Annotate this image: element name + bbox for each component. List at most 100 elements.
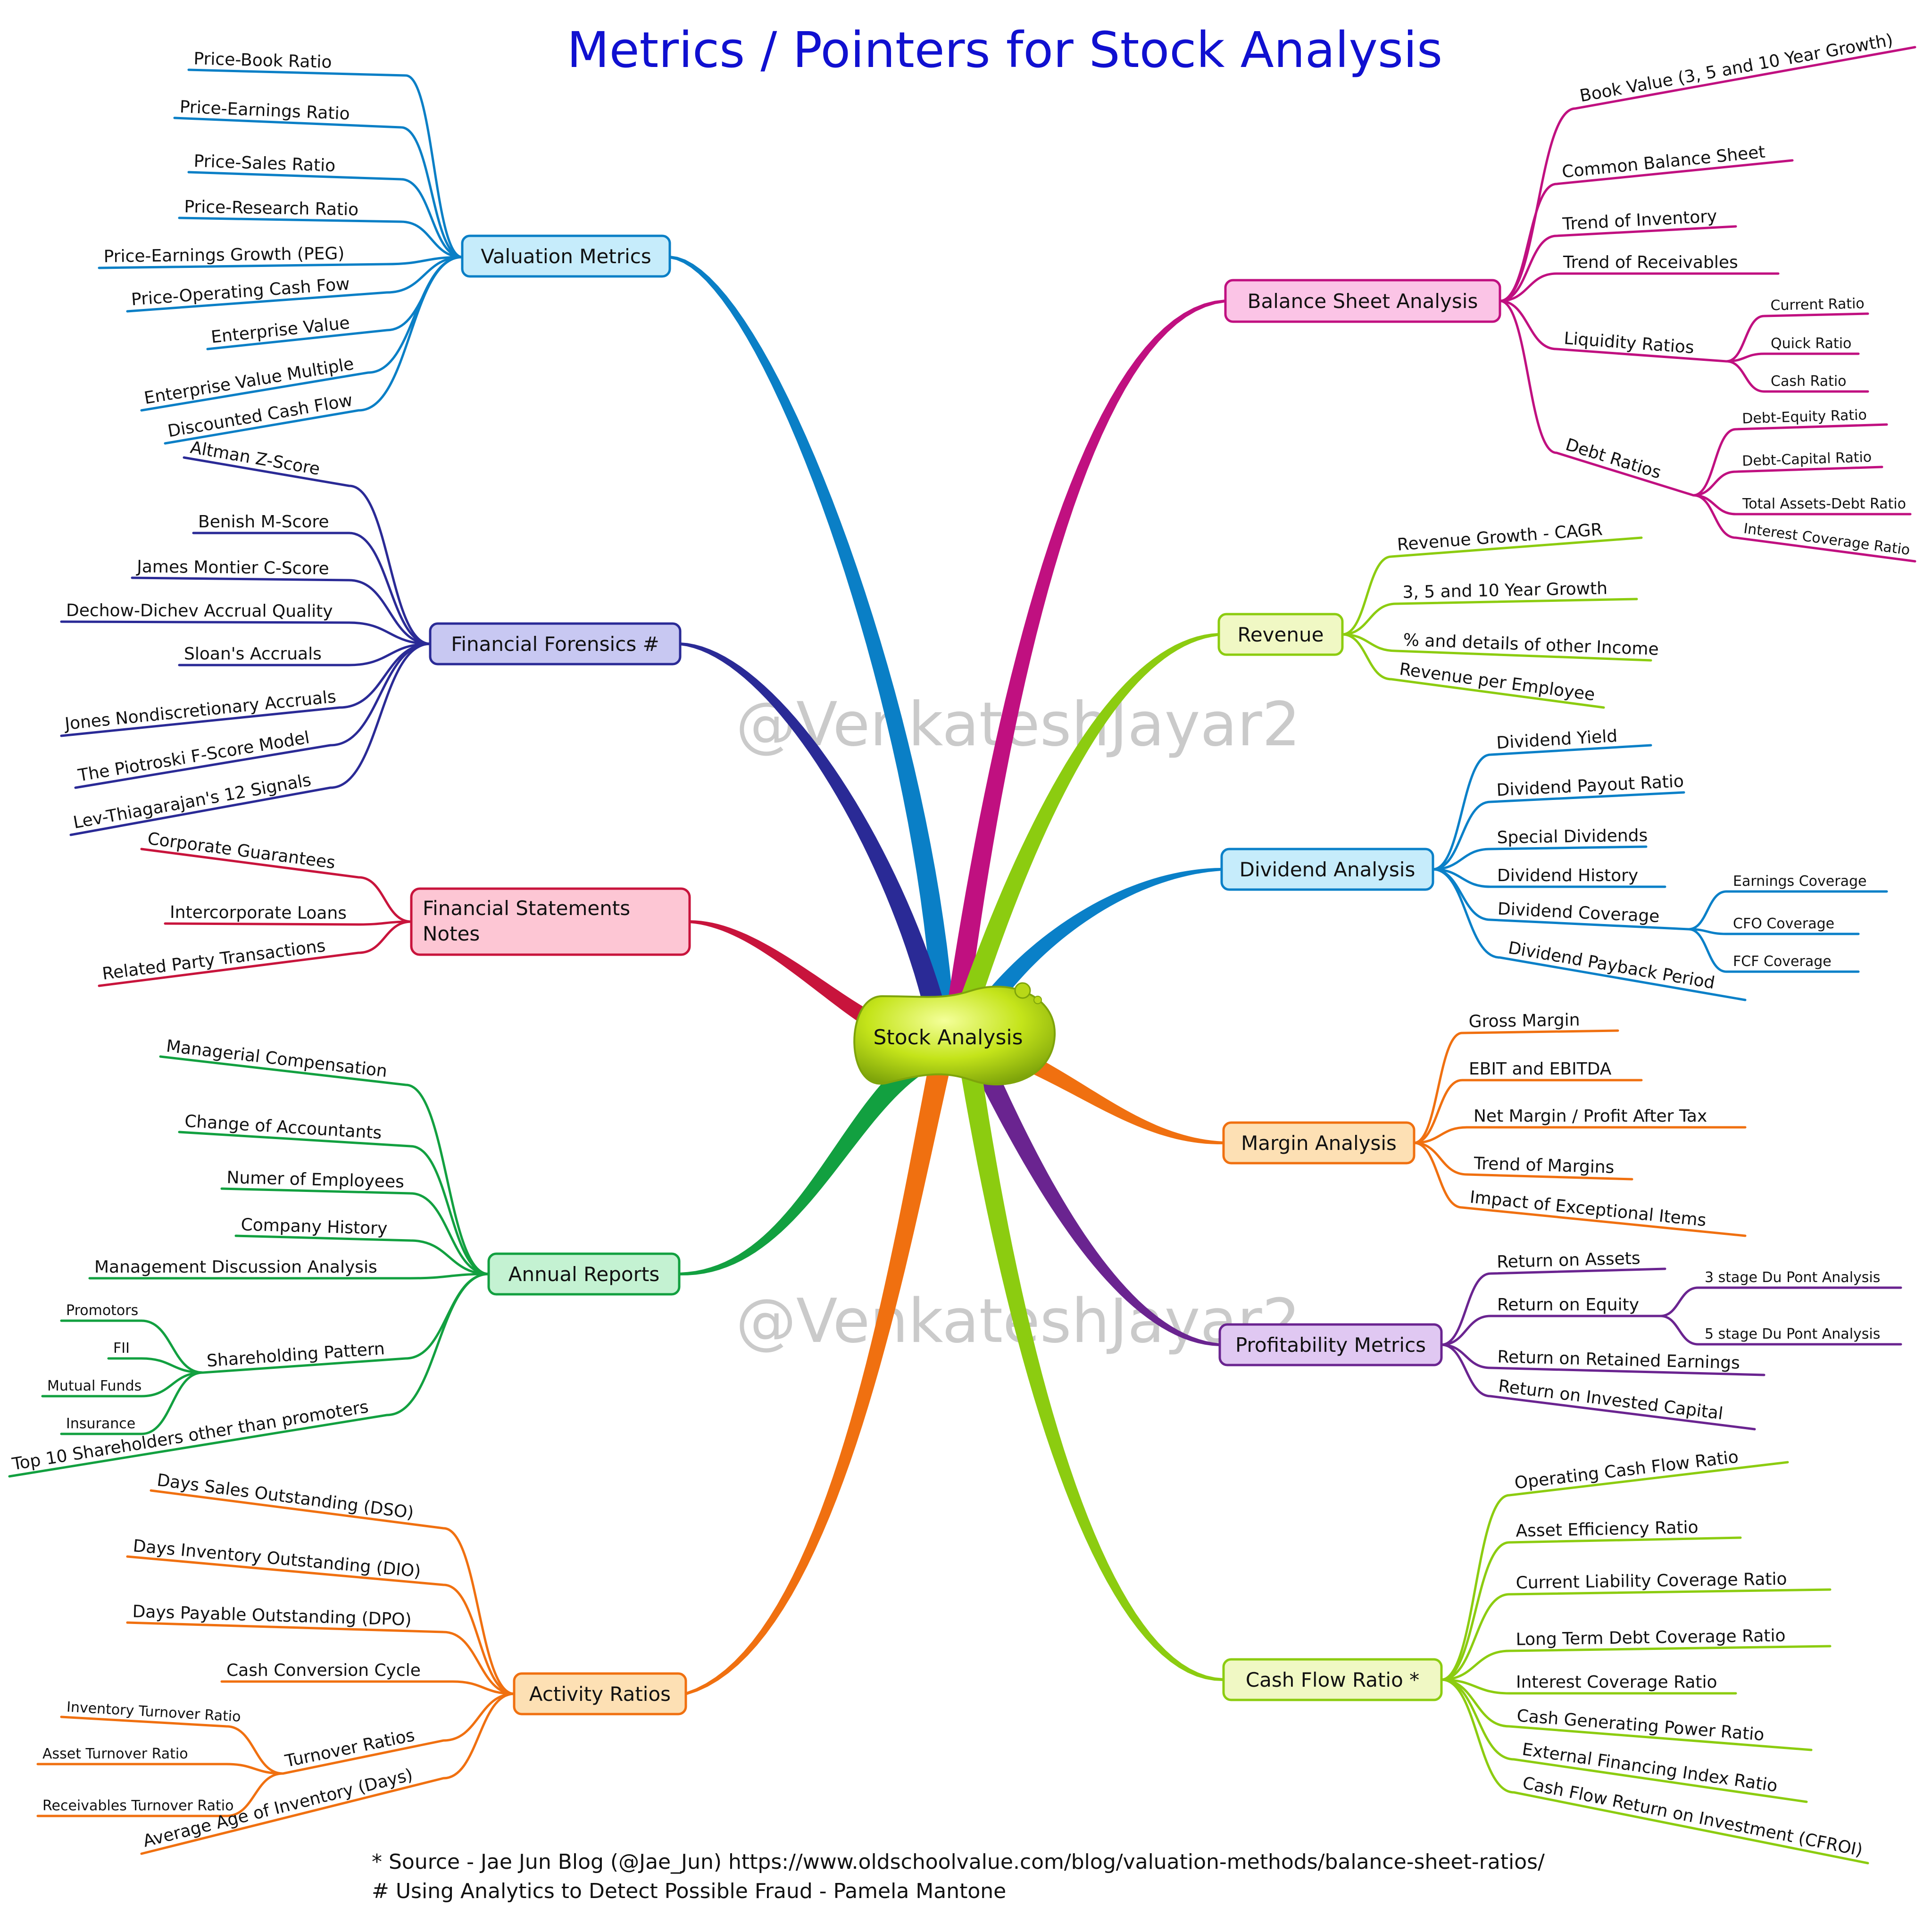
node-annual[interactable]: Annual Reports [487, 1252, 681, 1296]
annual-item-6: Top 10 Shareholders other than promoters [10, 1397, 370, 1474]
valuation-item-2-connector [187, 171, 464, 258]
margin-item-2: Net Margin / Profit After Tax [1474, 1107, 1707, 1126]
forensics-item-1: Benish M-Score [198, 512, 329, 532]
forensics-item-6-connector [74, 642, 432, 789]
node-annual-label: Annual Reports [508, 1263, 659, 1286]
cashflow-item-4: Interest Coverage Ratio [1516, 1673, 1717, 1692]
node-revenue[interactable]: Revenue [1217, 613, 1344, 656]
div-coverage-item-0-connector [1687, 890, 1888, 931]
profitability-item-0: Return on Assets [1497, 1249, 1641, 1272]
forensics-item-4-connector [178, 642, 432, 666]
node-cashflow[interactable]: Cash Flow Ratio * [1222, 1658, 1443, 1701]
annual-item-4: Management Discussion Analysis [94, 1257, 377, 1277]
turnover-item-2-connector [36, 1772, 284, 1817]
div-coverage-item-0: Earnings Coverage [1733, 873, 1866, 890]
debt-item-2: Total Assets-Debt Ratio [1742, 496, 1906, 512]
center-node[interactable]: Stock Analysis [853, 982, 1056, 1086]
liquidity-item-1: Quick Ratio [1771, 335, 1851, 352]
annual-item-6-connector [8, 1273, 490, 1478]
trunk-cashflow [961, 1074, 1224, 1681]
liquidity-item-1-connector [1725, 352, 1860, 363]
node-notes-label-line1: Financial Statements [423, 897, 630, 920]
center-label: Stock Analysis [873, 1025, 1023, 1049]
profitability-item-3-connector [1440, 1343, 1756, 1431]
trunk-annual [679, 1057, 922, 1275]
node-forensics-label: Financial Forensics # [451, 633, 659, 656]
cashflow-item-0: Operating Cash Flow Ratio [1514, 1447, 1740, 1493]
trunk-notes [689, 920, 909, 1047]
liquidity-item-2: Cash Ratio [1771, 373, 1847, 390]
trunk-profitability [976, 1066, 1220, 1346]
center-bubble [1014, 982, 1031, 999]
balance-item-3-connector [1499, 272, 1780, 302]
dupont-item-0-connector [1659, 1286, 1902, 1317]
profitability-item-0-connector [1440, 1267, 1666, 1346]
footnote-fraud: # Using Analytics to Detect Possible Fra… [372, 1879, 1006, 1903]
trunk-revenue [957, 633, 1219, 1013]
debt-item-0: Debt-Equity Ratio [1742, 407, 1867, 427]
revenue-item-0-connector [1341, 536, 1643, 636]
forensics-item-0: Altman Z-Score [189, 438, 321, 479]
node-notes[interactable]: Financial Statements Notes [410, 887, 691, 956]
revenue-item-1: 3, 5 and 10 Year Growth [1402, 579, 1607, 602]
forensics-item-5: Jones Nondiscretionary Accruals [63, 687, 337, 734]
dividend-item-0-connector [1432, 744, 1652, 871]
balance-item-5-connector [1499, 300, 1695, 497]
revenue-item-3: Revenue per Employee [1398, 659, 1596, 705]
valuation-item-4-connector [98, 256, 464, 269]
forensics-item-4: Sloan's Accruals [184, 644, 322, 664]
shareholding-item-0-connector [60, 1319, 204, 1374]
node-notes-label-line2: Notes [423, 922, 480, 945]
dividend-item-3: Dividend History [1497, 866, 1638, 885]
center-bubble-small [1033, 996, 1042, 1004]
liquidity-item-0: Current Ratio [1770, 295, 1865, 314]
activity-item-4-connector [282, 1692, 516, 1775]
notes-item-2-connector [98, 920, 413, 987]
annual-item-1-connector [178, 1131, 490, 1275]
balance-item-1: Common Balance Sheet [1561, 142, 1766, 182]
trunk-activity [685, 1068, 949, 1695]
node-dividend-label: Dividend Analysis [1240, 858, 1416, 881]
node-balance[interactable]: Balance Sheet Analysis [1224, 279, 1501, 323]
shareholding-item-3-connector [60, 1371, 204, 1435]
node-margin[interactable]: Margin Analysis [1222, 1121, 1416, 1165]
cashflow-item-0-connector [1440, 1461, 1789, 1681]
annual-item-2-connector [220, 1187, 490, 1275]
trunk-forensics [680, 642, 949, 1026]
activity-item-3-connector [220, 1680, 516, 1695]
node-forensics[interactable]: Financial Forensics # [429, 622, 682, 666]
node-profitability[interactable]: Profitability Metrics [1218, 1323, 1443, 1366]
cashflow-item-3-connector [1440, 1645, 1832, 1681]
node-revenue-label: Revenue [1238, 623, 1324, 646]
debt-item-3-connector [1692, 494, 1916, 563]
forensics-item-3: Dechow-Dichev Accrual Quality [66, 601, 333, 621]
node-cashflow-label: Cash Flow Ratio * [1246, 1668, 1419, 1691]
notes-item-1: Intercorporate Loans [170, 903, 347, 923]
node-dividend[interactable]: Dividend Analysis [1220, 848, 1434, 891]
annual-item-0-connector [159, 1055, 490, 1275]
activity-item-3: Cash Conversion Cycle [226, 1661, 421, 1680]
valuation-item-3: Price-Research Ratio [184, 197, 358, 219]
shareholding-item-3: Insurance [66, 1416, 135, 1432]
dividend-item-3-connector [1432, 868, 1666, 888]
cashflow-item-1: Asset Efficiency Ratio [1516, 1518, 1699, 1541]
div-coverage-item-1: CFO Coverage [1733, 916, 1834, 932]
margin-item-4-connector [1413, 1141, 1747, 1237]
activity-item-1: Days Inventory Outstanding (DIO) [132, 1536, 422, 1581]
turnover-item-0-connector [60, 1715, 284, 1775]
margin-item-4: Impact of Exceptional Items [1469, 1188, 1707, 1231]
revenue-item-2-connector [1341, 633, 1652, 662]
activity-item-0-connector [150, 1489, 516, 1695]
node-activity[interactable]: Activity Ratios [513, 1672, 687, 1715]
balance-item-2-connector [1499, 225, 1737, 302]
node-balance-label: Balance Sheet Analysis [1248, 290, 1478, 313]
profitability-item-1-connector [1440, 1315, 1662, 1346]
shareholding-item-1-connector [107, 1357, 204, 1374]
node-valuation[interactable]: Valuation Metrics [461, 234, 671, 278]
valuation-item-0-connector [187, 68, 464, 258]
div-coverage-item-2-connector [1687, 928, 1860, 973]
margin-item-3-connector [1413, 1141, 1633, 1181]
shareholding-item-1: FII [113, 1340, 130, 1357]
forensics-item-2-connector [131, 576, 432, 645]
balance-item-2: Trend of Inventory [1562, 207, 1718, 234]
